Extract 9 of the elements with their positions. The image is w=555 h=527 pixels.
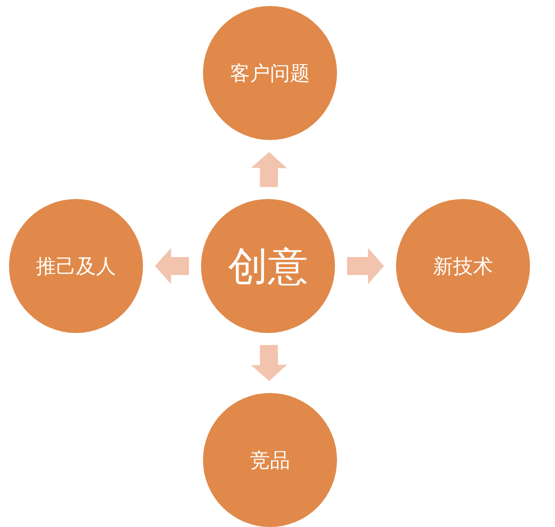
node-label: 客户问题 — [230, 60, 310, 86]
node-label: 推己及人 — [36, 252, 116, 280]
block-arrow — [155, 248, 189, 284]
block-arrow — [251, 152, 287, 188]
node-label: 新技术 — [433, 252, 493, 280]
block-arrow — [347, 248, 384, 284]
block-arrow — [251, 344, 287, 381]
node-label: 创意 — [228, 242, 308, 292]
node-label: 竞品 — [250, 446, 290, 474]
